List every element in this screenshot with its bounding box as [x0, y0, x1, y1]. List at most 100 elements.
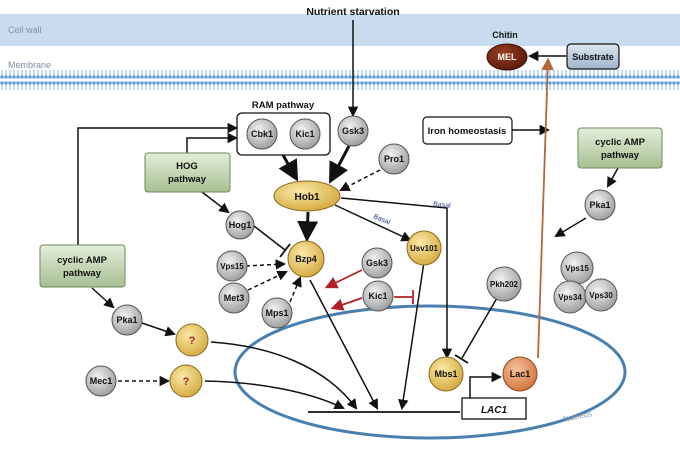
svg-text:Lac1: Lac1 — [510, 369, 531, 379]
met3-node: Met3 — [218, 282, 250, 314]
edge-gsk3-bzp4-red — [324, 269, 363, 289]
lac1-gene-label: LAC1 — [481, 405, 508, 416]
edge-camp-pka1 — [91, 287, 115, 309]
hog-pathway-line2: pathway — [168, 174, 207, 185]
nucleus-label: Nucleus — [563, 409, 593, 424]
camp-left-line2: pathway — [63, 268, 102, 279]
svg-text:Pkh202: Pkh202 — [490, 280, 519, 289]
edge-hog1-bzp4-bar — [279, 243, 291, 258]
svg-text:Met3: Met3 — [224, 293, 245, 303]
lac1-gene-box: LAC1 — [461, 397, 527, 420]
membrane-band — [0, 70, 680, 90]
svg-text:Hog1: Hog1 — [229, 220, 252, 230]
vps15-left-node: Vps15 — [216, 250, 248, 282]
lac1-node: Lac1 — [502, 356, 538, 392]
edge-pka1-q1 — [141, 322, 176, 337]
edge-pkh202-mbs1-bar — [454, 354, 469, 364]
svg-text:?: ? — [189, 335, 196, 347]
pka1-left-node: Pka1 — [111, 304, 143, 336]
bzp4-node: Bzp4 — [287, 240, 325, 278]
edge-q2-lac1 — [204, 380, 345, 410]
vps30-node: Vps30 — [584, 278, 618, 312]
usv101-node: Usv101 — [406, 230, 442, 266]
svg-text:Bzp4: Bzp4 — [295, 254, 317, 264]
nutrient-starvation-label: Nutrient starvation — [306, 6, 399, 18]
chitin-label: Chitin — [492, 30, 518, 40]
unknown-factor-1-node: ? — [175, 323, 209, 357]
cell-wall-band — [0, 14, 680, 46]
substrate-label: Substrate — [572, 52, 614, 62]
hog1-node: Hog1 — [225, 210, 255, 240]
ram-pathway-label: RAM pathway — [252, 100, 315, 111]
hob1-node: Hob1 — [273, 180, 341, 212]
svg-text:?: ? — [183, 376, 190, 388]
edge-bzp4-lac1 — [309, 279, 378, 410]
edge-mps1-bzp4 — [289, 276, 302, 303]
edge-hog1-bzp4 — [253, 225, 286, 251]
camp-pathway-right-box: cyclic AMP pathway — [577, 127, 663, 169]
kic1-ram-node: Kic1 — [289, 118, 321, 150]
camp-left-line1: cyclic AMP — [57, 255, 107, 266]
edge-met3-bzp4 — [247, 270, 288, 291]
membrane-label: Membrane — [8, 60, 51, 70]
basal-label-1: Basal — [372, 213, 391, 226]
unknown-factor-2-node: ? — [169, 364, 203, 398]
gsk3-top-node: Gsk3 — [337, 115, 369, 147]
mps1-node: Mps1 — [261, 297, 293, 329]
mec1-node: Mec1 — [85, 365, 117, 397]
pro1-node: Pro1 — [378, 143, 410, 175]
svg-text:Usv101: Usv101 — [410, 244, 439, 253]
edge-gsk3-hob1 — [329, 145, 351, 184]
svg-text:Mps1: Mps1 — [265, 308, 288, 318]
edge-hog-hog1 — [201, 191, 230, 214]
svg-text:Vps15: Vps15 — [565, 264, 589, 273]
camp-right-line1: cyclic AMP — [595, 137, 645, 148]
edge-hog-to-ram — [186, 132, 239, 155]
pkh202-node: Pkh202 — [486, 266, 522, 302]
edge-q1-lac1 — [210, 341, 358, 410]
svg-text:Cbk1: Cbk1 — [251, 129, 273, 139]
mel-node: MEL — [486, 43, 528, 71]
hog-pathway-line1: HOG — [176, 161, 198, 172]
substrate-box: Substrate — [566, 43, 620, 70]
svg-text:Kic1: Kic1 — [295, 129, 314, 139]
svg-text:Pro1: Pro1 — [384, 154, 404, 164]
edge-mbs1-lac1-gene — [469, 371, 503, 398]
svg-text:Hob1: Hob1 — [295, 192, 320, 203]
svg-text:Pka1: Pka1 — [116, 315, 137, 325]
camp-right-line2: pathway — [601, 150, 640, 161]
svg-text:Kic1: Kic1 — [368, 291, 387, 301]
edge-pkh202-mbs1 — [461, 297, 498, 359]
nucleus — [233, 304, 627, 440]
svg-text:Mec1: Mec1 — [90, 376, 113, 386]
camp-pathway-left-box: cyclic AMP pathway — [39, 244, 126, 288]
svg-text:Vps34: Vps34 — [558, 293, 582, 302]
vps34-node: Vps34 — [553, 280, 587, 314]
svg-text:Pka1: Pka1 — [589, 200, 610, 210]
iron-homeostasis-box: Iron homeostasis — [422, 116, 513, 145]
edge-ram-hob1 — [278, 154, 299, 182]
edge-hob1-usv101 — [334, 204, 412, 242]
vps15-right-node: Vps15 — [560, 251, 594, 285]
pka1-right-node: Pka1 — [584, 189, 616, 221]
edge-hob1-bzp4 — [297, 211, 319, 243]
svg-text:Gsk3: Gsk3 — [366, 258, 388, 268]
edge-vps15-bzp4 — [245, 259, 287, 270]
mbs1-node: Mbs1 — [428, 356, 464, 392]
cbk1-node: Cbk1 — [246, 118, 278, 150]
edge-camp-to-ram — [77, 122, 239, 245]
svg-text:Vps15: Vps15 — [220, 262, 244, 271]
svg-text:MEL: MEL — [498, 52, 518, 62]
edge-pro1-hob1 — [339, 169, 381, 191]
gsk3-mid-node: Gsk3 — [361, 247, 393, 279]
edge-hob1-mbs1 — [340, 197, 453, 360]
svg-text:Vps30: Vps30 — [589, 291, 613, 300]
iron-homeostasis-label: Iron homeostasis — [428, 126, 507, 137]
svg-text:Mbs1: Mbs1 — [434, 369, 457, 379]
edge-camp-right-pka1 — [606, 167, 619, 188]
edge-pka1-right-out — [554, 217, 587, 238]
edge-usv101-lac1 — [398, 261, 425, 411]
svg-text:Gsk3: Gsk3 — [342, 126, 364, 136]
cell-wall-label: Cell wall — [8, 25, 42, 35]
